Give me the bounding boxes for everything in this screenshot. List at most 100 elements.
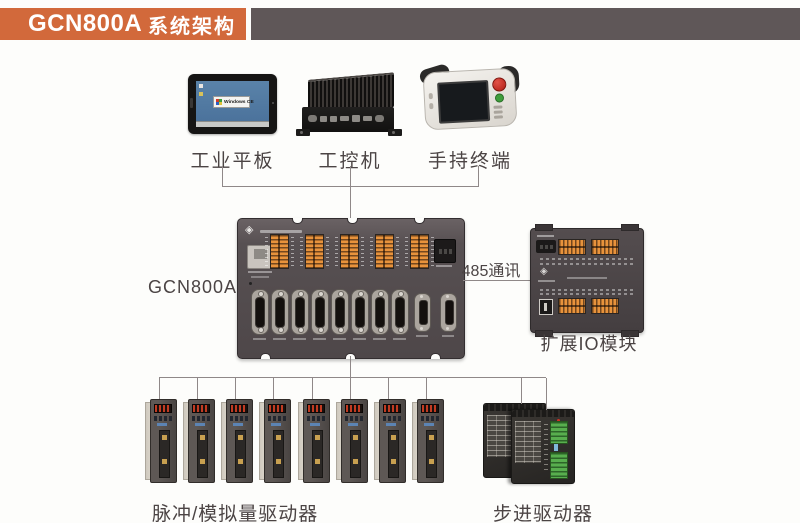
mounting-flange (296, 129, 310, 136)
pulse-driver (259, 377, 292, 483)
label-pulse-drivers: 脉冲/模拟量驱动器 (152, 504, 319, 523)
pulse-driver (145, 377, 177, 483)
pin-label-row (540, 263, 634, 265)
terminal-block (591, 298, 619, 314)
vent-cap (484, 404, 546, 411)
label-handheld-terminal: 手持终端 (427, 151, 512, 172)
driver-body (378, 399, 406, 483)
vent-cap (512, 410, 574, 417)
brand-text (260, 230, 302, 233)
pin-label-row (540, 289, 634, 291)
handheld-screen (437, 80, 491, 124)
label-io-module: 扩展IO模块 (540, 334, 638, 354)
connector-line (350, 356, 351, 377)
port-label (436, 265, 452, 267)
db25-connector (251, 289, 269, 340)
mounting-notch (430, 353, 441, 359)
seven-segment-display (268, 404, 287, 413)
green-button (494, 93, 505, 103)
driver-body (340, 399, 368, 483)
seven-segment-display (154, 404, 172, 413)
usb-port (539, 299, 553, 315)
pin-label-row (567, 277, 607, 279)
mounting-notch (292, 218, 303, 224)
terminal-block (335, 234, 364, 269)
brand-logo-icon: ◈ (540, 266, 548, 277)
driver-connector (387, 430, 399, 478)
status-led (557, 419, 560, 422)
bus-line (463, 280, 531, 281)
db15-connector-row (414, 293, 457, 337)
mounting-ear (535, 330, 553, 337)
db25-connector (291, 289, 309, 340)
dip-switch-table (487, 415, 513, 457)
key-button (429, 102, 434, 110)
mounting-notch (260, 353, 271, 359)
driver-buttons (306, 416, 325, 421)
camera-dot (272, 102, 274, 104)
desktop-icon (199, 84, 203, 88)
status-led (249, 282, 252, 285)
connector-line (425, 377, 427, 399)
pc-ports (308, 114, 388, 123)
db25-connector (331, 289, 349, 340)
driver-buttons (420, 416, 439, 421)
mounting-ear (621, 330, 639, 337)
power-connector (434, 239, 456, 263)
windows-ce-logo: Windows CE (213, 96, 254, 108)
connector-line (387, 377, 389, 399)
connector-line (521, 378, 522, 404)
driver-tag (233, 423, 244, 426)
driver-buttons (154, 416, 172, 421)
handheld-terminal-image (418, 62, 520, 133)
side-button (190, 98, 193, 108)
connector-line (311, 377, 313, 399)
driver-buttons (230, 416, 249, 421)
connector-line (478, 166, 479, 186)
terminal-block (558, 298, 586, 314)
taskbar (196, 121, 269, 127)
brand-logo-icon: ◈ (245, 224, 254, 236)
seven-segment-display (230, 404, 249, 413)
brand-text (538, 280, 555, 282)
header-subtitle: 系统架构 (148, 15, 236, 38)
industrial-pc-image (296, 72, 402, 140)
driver-body (188, 399, 216, 483)
pulse-driver-row (145, 377, 444, 483)
driver-tag (347, 423, 358, 426)
db25-connector (391, 289, 409, 340)
connector-line (273, 377, 275, 399)
driver-body (264, 399, 292, 483)
pulse-driver (373, 377, 406, 483)
terminal-block (591, 239, 619, 255)
terminal-block (558, 239, 586, 255)
silkscreen-text (544, 424, 548, 472)
emergency-stop-button (491, 77, 507, 92)
terminal-block-row (265, 234, 434, 269)
windows-flag-icon (216, 99, 222, 105)
key-button (493, 110, 503, 114)
db15-connector (414, 293, 431, 337)
stepper-driver-group (483, 378, 593, 484)
driver-body (150, 399, 177, 483)
label-industrial-tablet: 工业平板 (190, 151, 275, 172)
pulse-driver (411, 377, 444, 483)
driver-tag (195, 423, 206, 426)
seven-segment-display (420, 404, 439, 413)
seven-segment-display (306, 404, 325, 413)
io-expansion-module-image: ◈ (530, 224, 644, 337)
pin-label-row (540, 293, 634, 295)
mounting-ear (621, 224, 639, 231)
mounting-ear (535, 224, 553, 231)
driver-tag (385, 423, 396, 426)
label-stepper-drivers: 步进驱动器 (493, 504, 594, 523)
page-title: GCN800A (28, 10, 143, 37)
driver-connector (349, 430, 361, 478)
db15-connector (440, 293, 457, 337)
db25-connector (371, 289, 389, 340)
driver-tag (309, 423, 320, 426)
driver-buttons (268, 416, 287, 421)
mounting-ear (232, 340, 244, 354)
industrial-tablet-image: Windows CE (188, 74, 277, 134)
driver-tag (157, 423, 167, 426)
